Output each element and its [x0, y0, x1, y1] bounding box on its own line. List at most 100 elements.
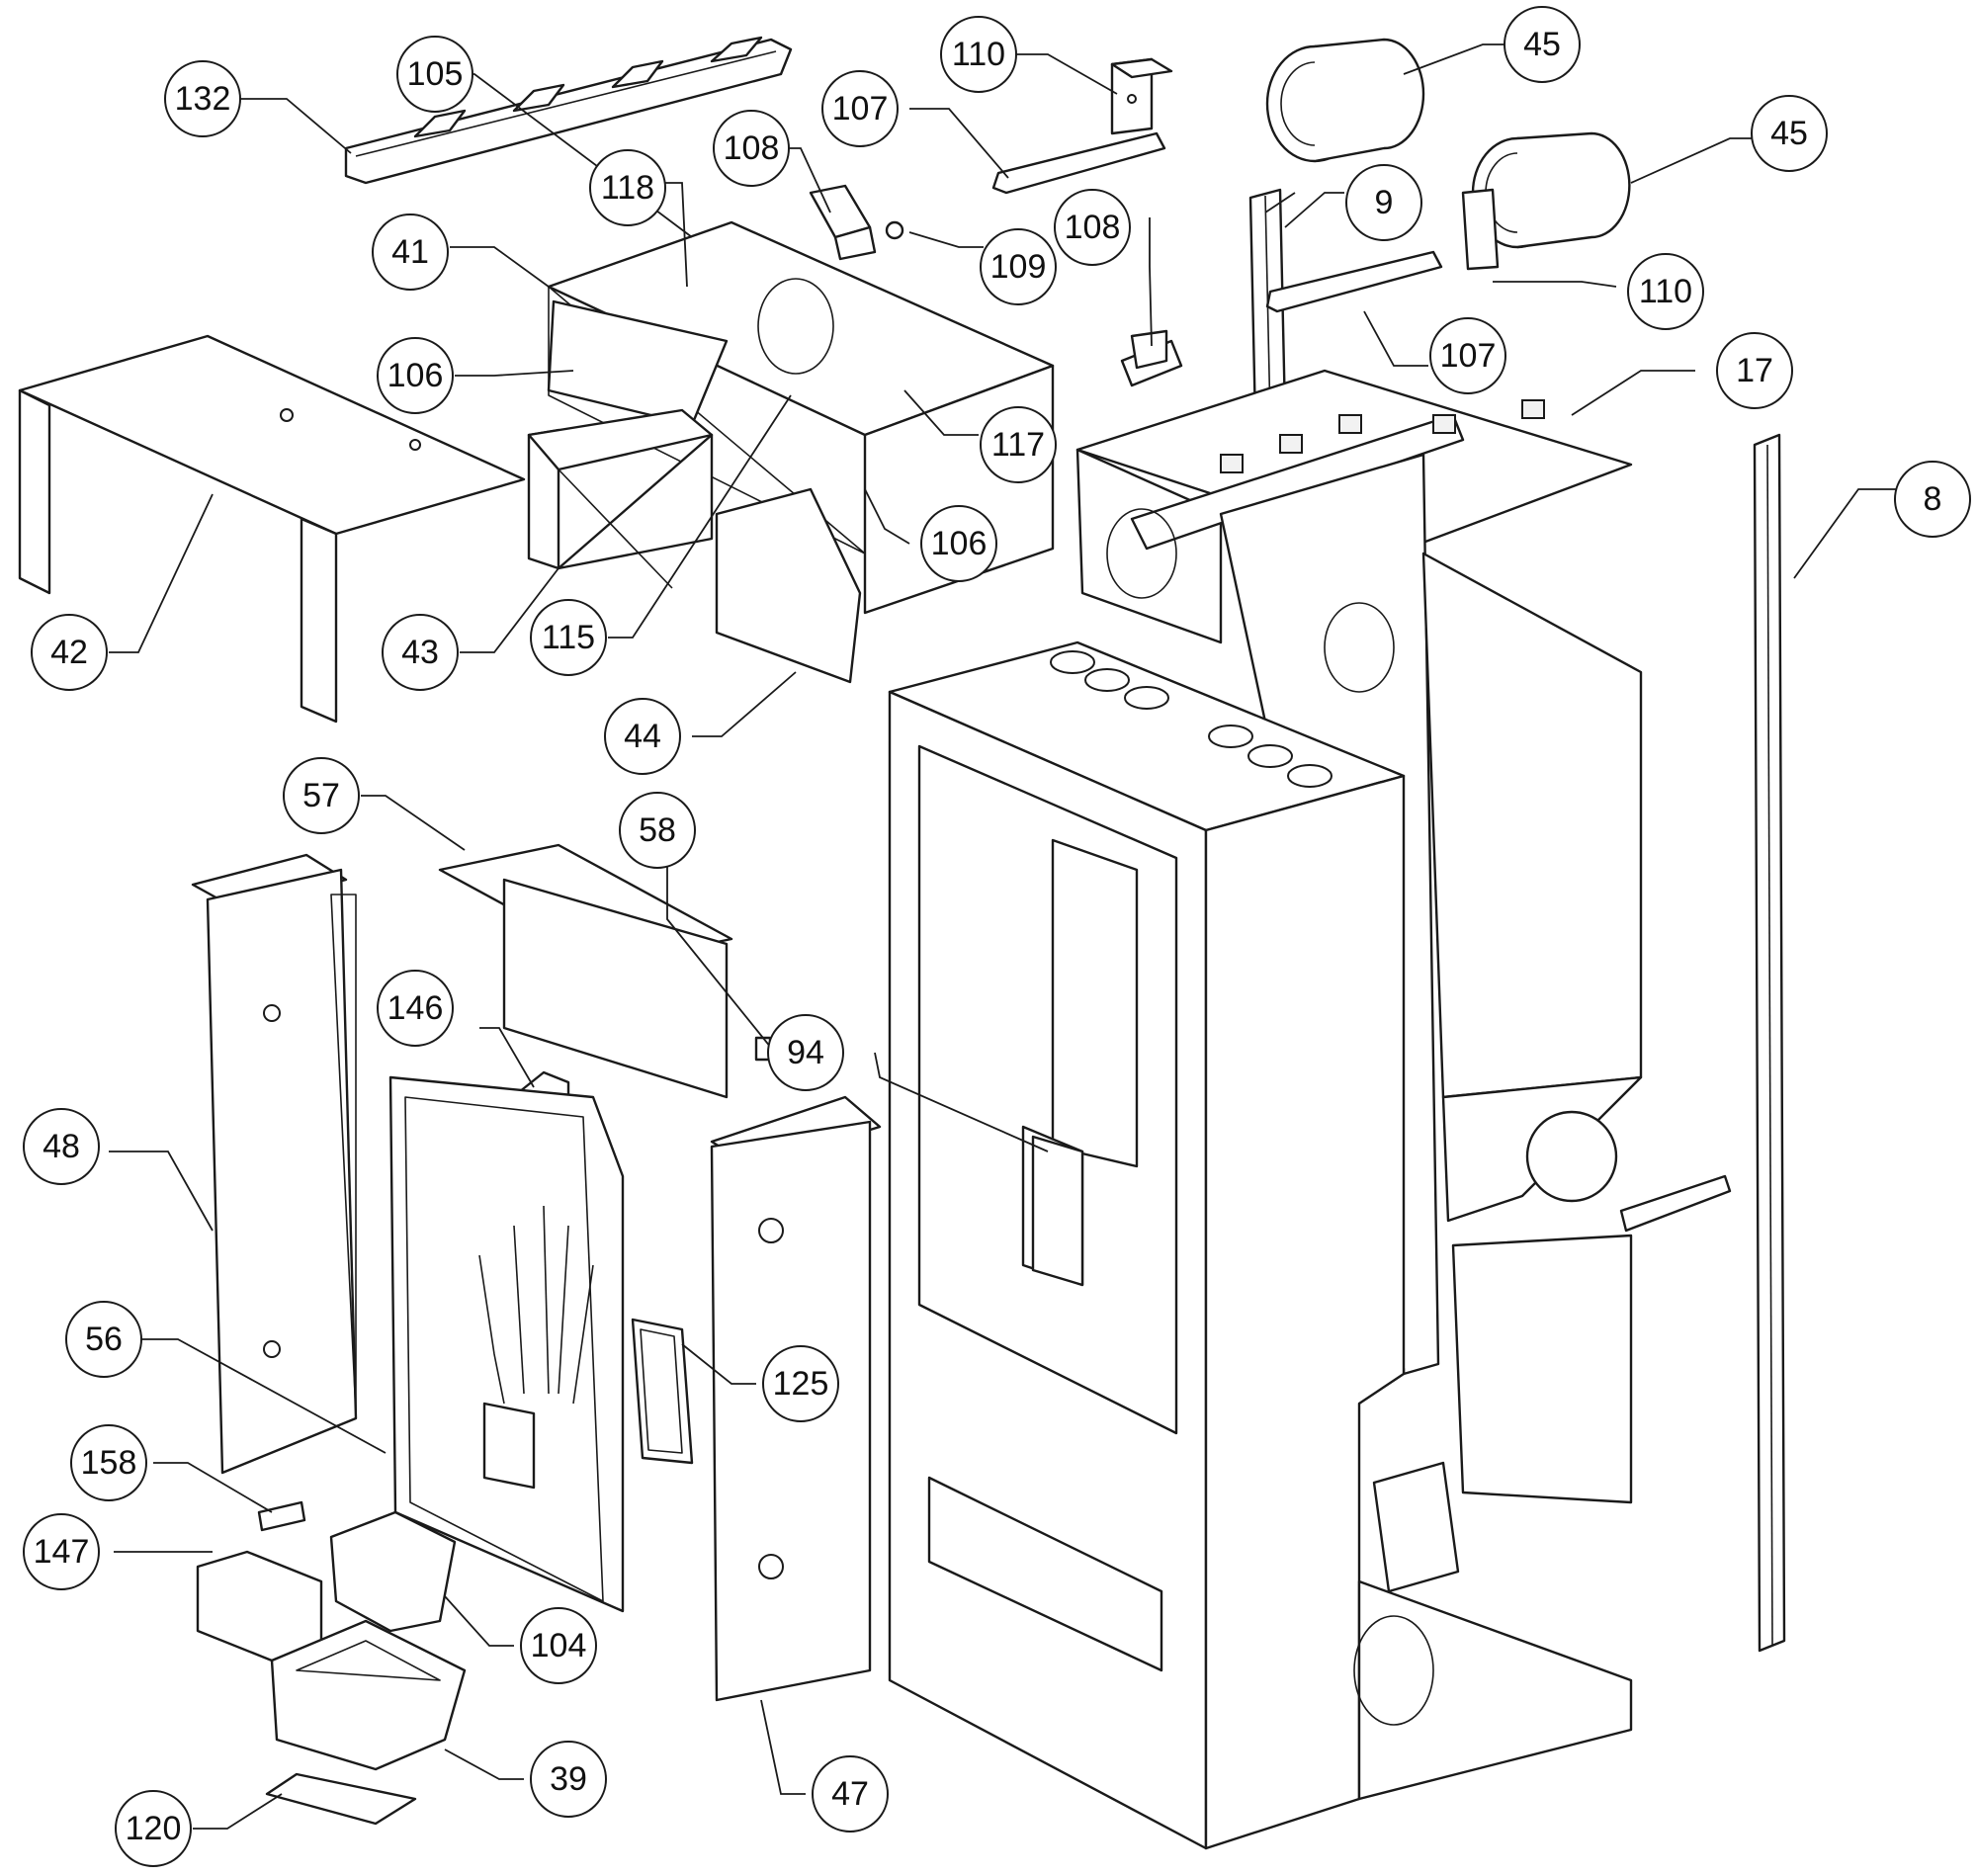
- part-132-top-strip: [344, 36, 793, 185]
- label-balloon-94: 94: [767, 1014, 844, 1091]
- label-108-text: 108: [724, 129, 780, 167]
- label-107-text: 107: [832, 90, 889, 128]
- label-balloon-58: 58: [619, 792, 696, 869]
- label-balloon-56: 56: [65, 1301, 142, 1378]
- label-107-mid-text: 107: [1440, 337, 1497, 375]
- main-cabinet: [888, 640, 1406, 1850]
- label-balloon-8: 8: [1894, 461, 1971, 538]
- label-balloon-115: 115: [530, 599, 607, 676]
- part-147-channel: [196, 1550, 323, 1663]
- label-45-a-text: 45: [1523, 26, 1561, 63]
- label-balloon-43: 43: [382, 614, 459, 691]
- label-118-text: 118: [601, 169, 654, 207]
- label-132-text: 132: [175, 80, 231, 118]
- label-125-text: 125: [773, 1365, 829, 1403]
- label-117-text: 117: [991, 426, 1045, 464]
- label-106-a-text: 106: [387, 357, 444, 394]
- leader-lines: [109, 43, 1898, 1830]
- label-balloon-117: 117: [980, 406, 1057, 483]
- part-107-rod-mid: [1265, 250, 1443, 313]
- label-balloon-107-mid: 107: [1429, 317, 1506, 394]
- label-105-text: 105: [407, 55, 464, 93]
- label-balloon-118: 118: [589, 149, 666, 226]
- part-57-hood-plate: [438, 843, 733, 1099]
- label-balloon-57: 57: [283, 757, 360, 834]
- label-110-right-text: 110: [1639, 273, 1692, 310]
- label-balloon-108-a: 108: [713, 110, 790, 187]
- label-balloon-41: 41: [372, 213, 449, 291]
- label-balloon-45-b: 45: [1751, 95, 1828, 172]
- label-106-b-text: 106: [931, 525, 988, 562]
- part-158-pin: [257, 1500, 306, 1532]
- label-balloon-109: 109: [980, 228, 1057, 305]
- label-56-text: 56: [85, 1321, 123, 1358]
- label-balloon-107-top: 107: [821, 70, 899, 147]
- label-41-text: 41: [391, 233, 429, 271]
- part-110-bracket-right: [1461, 188, 1500, 271]
- label-balloon-42: 42: [31, 614, 108, 691]
- label-balloon-9: 9: [1345, 164, 1422, 241]
- label-balloon-106-a: 106: [377, 337, 454, 414]
- electronics-board: [1372, 1110, 1732, 1593]
- part-43-lower-tray: [527, 408, 714, 589]
- label-balloon-146: 146: [377, 970, 454, 1047]
- label-120-text: 120: [126, 1810, 182, 1847]
- label-balloon-106-b: 106: [920, 505, 997, 582]
- part-17-frame: [1075, 369, 1633, 644]
- part-109-screw: [885, 220, 904, 240]
- label-8-text: 8: [1924, 480, 1942, 518]
- label-94-text: 94: [787, 1034, 824, 1071]
- label-balloon-108-b: 108: [1054, 189, 1131, 266]
- part-94-plate: [1031, 1135, 1084, 1287]
- label-44-text: 44: [624, 718, 661, 755]
- part-125-gasket: [631, 1318, 694, 1465]
- part-39-burner-pot: [270, 1619, 467, 1771]
- label-158-text: 158: [81, 1444, 137, 1482]
- label-47-text: 47: [831, 1775, 869, 1813]
- part-8-long-bar: [1753, 433, 1786, 1653]
- label-balloon-48: 48: [23, 1108, 100, 1185]
- label-146-text: 146: [387, 989, 444, 1027]
- part-104-bracket: [329, 1510, 457, 1633]
- label-48-text: 48: [43, 1128, 80, 1165]
- label-147-text: 147: [34, 1533, 90, 1571]
- label-balloon-44: 44: [604, 698, 681, 775]
- label-104-text: 104: [531, 1627, 587, 1664]
- label-balloon-120: 120: [115, 1790, 192, 1867]
- label-balloon-110-right: 110: [1627, 253, 1704, 330]
- label-9-text: 9: [1375, 184, 1394, 221]
- label-115-text: 115: [542, 619, 595, 656]
- part-120-gasket: [265, 1772, 417, 1826]
- label-balloon-105: 105: [396, 36, 473, 113]
- label-110-text: 110: [952, 36, 1005, 73]
- label-balloon-47: 47: [812, 1755, 889, 1833]
- part-44-front-panel: [715, 487, 862, 684]
- label-58-text: 58: [639, 811, 676, 849]
- label-57-text: 57: [302, 777, 340, 814]
- part-108-bracket-b: [1120, 329, 1183, 387]
- part-42-u-cover: [18, 334, 526, 724]
- label-balloon-132: 132: [164, 60, 241, 137]
- label-balloon-104: 104: [520, 1607, 597, 1684]
- label-45-b-text: 45: [1770, 115, 1808, 152]
- label-17-text: 17: [1736, 352, 1773, 389]
- part-108-bracket-a: [809, 184, 877, 261]
- part-107-rod-top: [991, 131, 1166, 195]
- part-110-bracket-top: [1110, 57, 1173, 135]
- label-balloon-125: 125: [762, 1345, 839, 1422]
- label-39-text: 39: [550, 1760, 587, 1798]
- main-base: [1353, 1579, 1633, 1801]
- label-balloon-110-top: 110: [940, 16, 1017, 93]
- part-56-fire-door: [388, 1075, 625, 1613]
- label-balloon-158: 158: [70, 1424, 147, 1501]
- label-43-text: 43: [401, 634, 439, 671]
- part-48-left-panel: [191, 853, 358, 1475]
- label-balloon-17: 17: [1716, 332, 1793, 409]
- label-108-b-text: 108: [1065, 209, 1121, 246]
- label-balloon-147: 147: [23, 1513, 100, 1590]
- label-balloon-39: 39: [530, 1741, 607, 1818]
- label-balloon-45-a: 45: [1504, 6, 1581, 83]
- label-109-text: 109: [990, 248, 1047, 286]
- part-45-collar-a: [1265, 38, 1425, 163]
